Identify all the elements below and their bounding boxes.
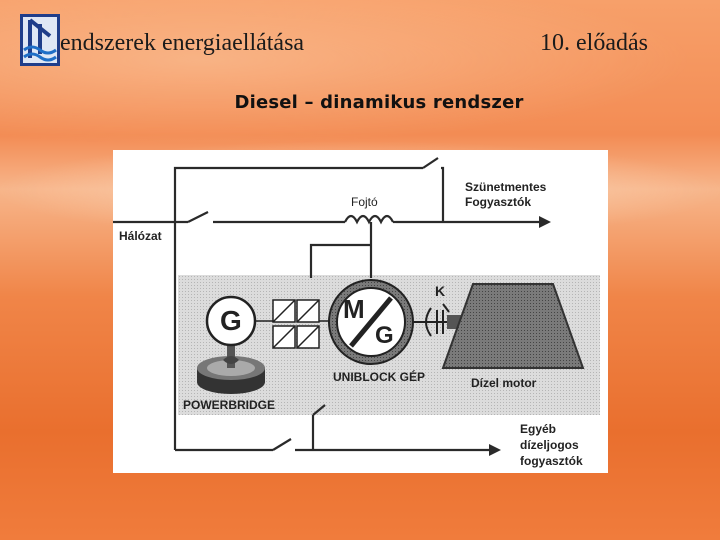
logo-icon [20, 14, 60, 66]
wiring [113, 157, 543, 452]
label-fojto: Fojtó [351, 195, 378, 209]
slide-subtitle: Diesel – dinamikus rendszer [234, 92, 524, 113]
label-other-2: dízeljogos [520, 438, 579, 452]
label-diesel-motor: Dízel motor [471, 376, 537, 390]
label-ups-2: Fogyasztók [465, 195, 532, 209]
diesel-engine [441, 283, 585, 369]
label-uniblock: UNIBLOCK GÉP [333, 370, 426, 384]
inverter-blocks [272, 299, 320, 349]
diesel-dynamic-system-diagram: Hálózat Fojtó Szünetmentes Fogyasztók G … [113, 150, 608, 473]
label-k: K [435, 283, 446, 299]
label-generator: G [220, 305, 242, 336]
label-other-3: fogyasztók [520, 454, 583, 468]
powerbridge-flywheel [197, 338, 265, 394]
label-powerbridge: POWERBRIDGE [183, 398, 276, 412]
label-motor-g: G [375, 322, 394, 349]
arrow-other [489, 444, 501, 456]
label-other-1: Egyéb [520, 422, 557, 436]
arrow-ups [539, 216, 551, 228]
choke-coil [344, 214, 394, 225]
label-motor-m: M [343, 294, 365, 324]
diagram-drawing [113, 157, 600, 456]
motor-slash [349, 296, 393, 348]
lecture-number: 10. előadás [540, 30, 648, 56]
label-ups-1: Szünetmentes [465, 180, 547, 194]
header-title: endszerek energiaellátása [60, 30, 305, 56]
label-halozat: Hálózat [119, 229, 162, 243]
